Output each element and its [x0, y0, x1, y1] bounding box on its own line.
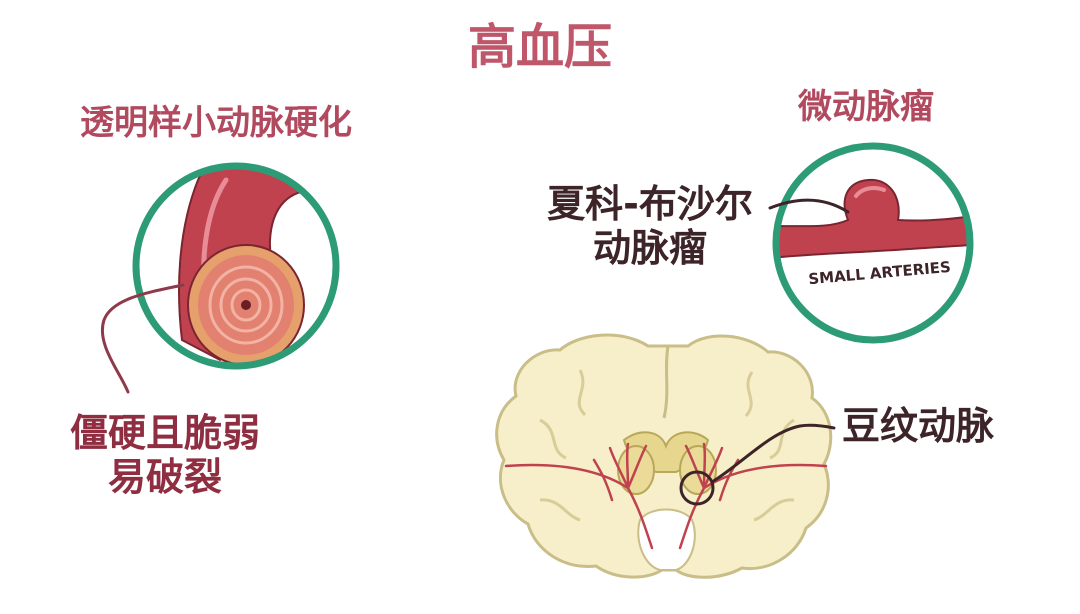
stiff-pointer-line	[101, 283, 185, 394]
hyaline-arteriolosclerosis-label: 透明样小动脉硬化	[80, 103, 352, 143]
stiff-fragile-label: 僵硬且脆弱 易破裂	[52, 411, 278, 499]
charcot-line-2: 动脉瘤	[592, 225, 707, 270]
stiff-line-2: 易破裂	[107, 454, 222, 499]
hyaline-vessel-illustration	[132, 162, 340, 370]
charcot-bouchard-label: 夏科-布沙尔 动脉瘤	[538, 182, 762, 270]
brain-coronal-section	[495, 333, 833, 579]
left-circle-ring	[132, 162, 340, 370]
right-circle-ring	[772, 142, 974, 344]
striate-pointer-line	[710, 423, 836, 484]
lenticulostriate-artery-label: 豆纹动脉	[842, 404, 995, 448]
small-artery	[776, 178, 970, 260]
stiff-line-1: 僵硬且脆弱	[69, 411, 260, 455]
vessel-lumen	[241, 300, 251, 310]
page-title: 高血压	[467, 19, 612, 75]
striate-highlight-circle	[679, 470, 715, 506]
midline-fissure	[662, 345, 670, 419]
charcot-pointer-line	[768, 198, 850, 214]
microaneurysm-illustration: SMALL ARTERIES	[772, 142, 974, 344]
microaneurysm-label: 微动脉瘤	[798, 87, 934, 127]
charcot-line-1: 夏科-布沙尔	[547, 182, 753, 226]
